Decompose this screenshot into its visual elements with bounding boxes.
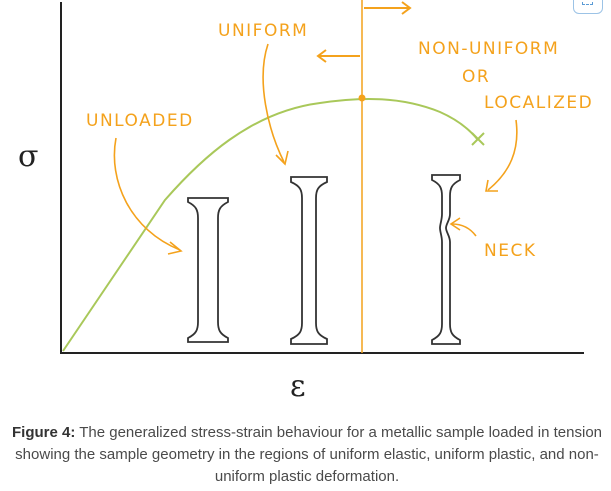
localized-arrow xyxy=(487,119,518,191)
fracture-mark xyxy=(471,132,485,146)
arrowhead-icon xyxy=(275,150,289,166)
arrowhead-icon xyxy=(167,241,183,255)
specimen-necked xyxy=(431,174,461,345)
stress-strain-diagram: σ ε UNLOADED UNIFORM NON-UNIFORM OR LOCA… xyxy=(18,0,593,404)
uts-point xyxy=(358,94,366,102)
label-uniform: UNIFORM xyxy=(218,21,308,41)
label-non-uniform: NON-UNIFORM xyxy=(418,39,559,59)
label-localized: LOCALIZED xyxy=(484,93,593,113)
label-neck: NECK xyxy=(484,241,536,261)
specimen-uniform xyxy=(290,176,328,345)
left-arrow-icon xyxy=(316,49,360,63)
caption-label: Figure 4: xyxy=(11,424,76,441)
figure-caption: Figure 4: The generalized stress-strain … xyxy=(8,422,606,488)
y-axis-label: σ xyxy=(18,139,38,174)
specimen-unloaded xyxy=(187,197,229,343)
arrowhead-icon xyxy=(485,179,498,192)
caption-text: The generalized stress-strain behaviour … xyxy=(15,424,602,485)
arrowhead-icon xyxy=(449,217,461,231)
uniform-arrow xyxy=(262,43,285,163)
right-arrow-icon xyxy=(364,1,412,15)
expand-icon[interactable] xyxy=(573,0,603,14)
neck-arrow xyxy=(451,223,477,237)
x-axis-label: ε xyxy=(290,369,306,404)
stress-strain-curve xyxy=(62,97,479,352)
label-unloaded: UNLOADED xyxy=(86,111,194,131)
unloaded-arrow xyxy=(113,137,181,251)
label-or: OR xyxy=(462,67,490,87)
